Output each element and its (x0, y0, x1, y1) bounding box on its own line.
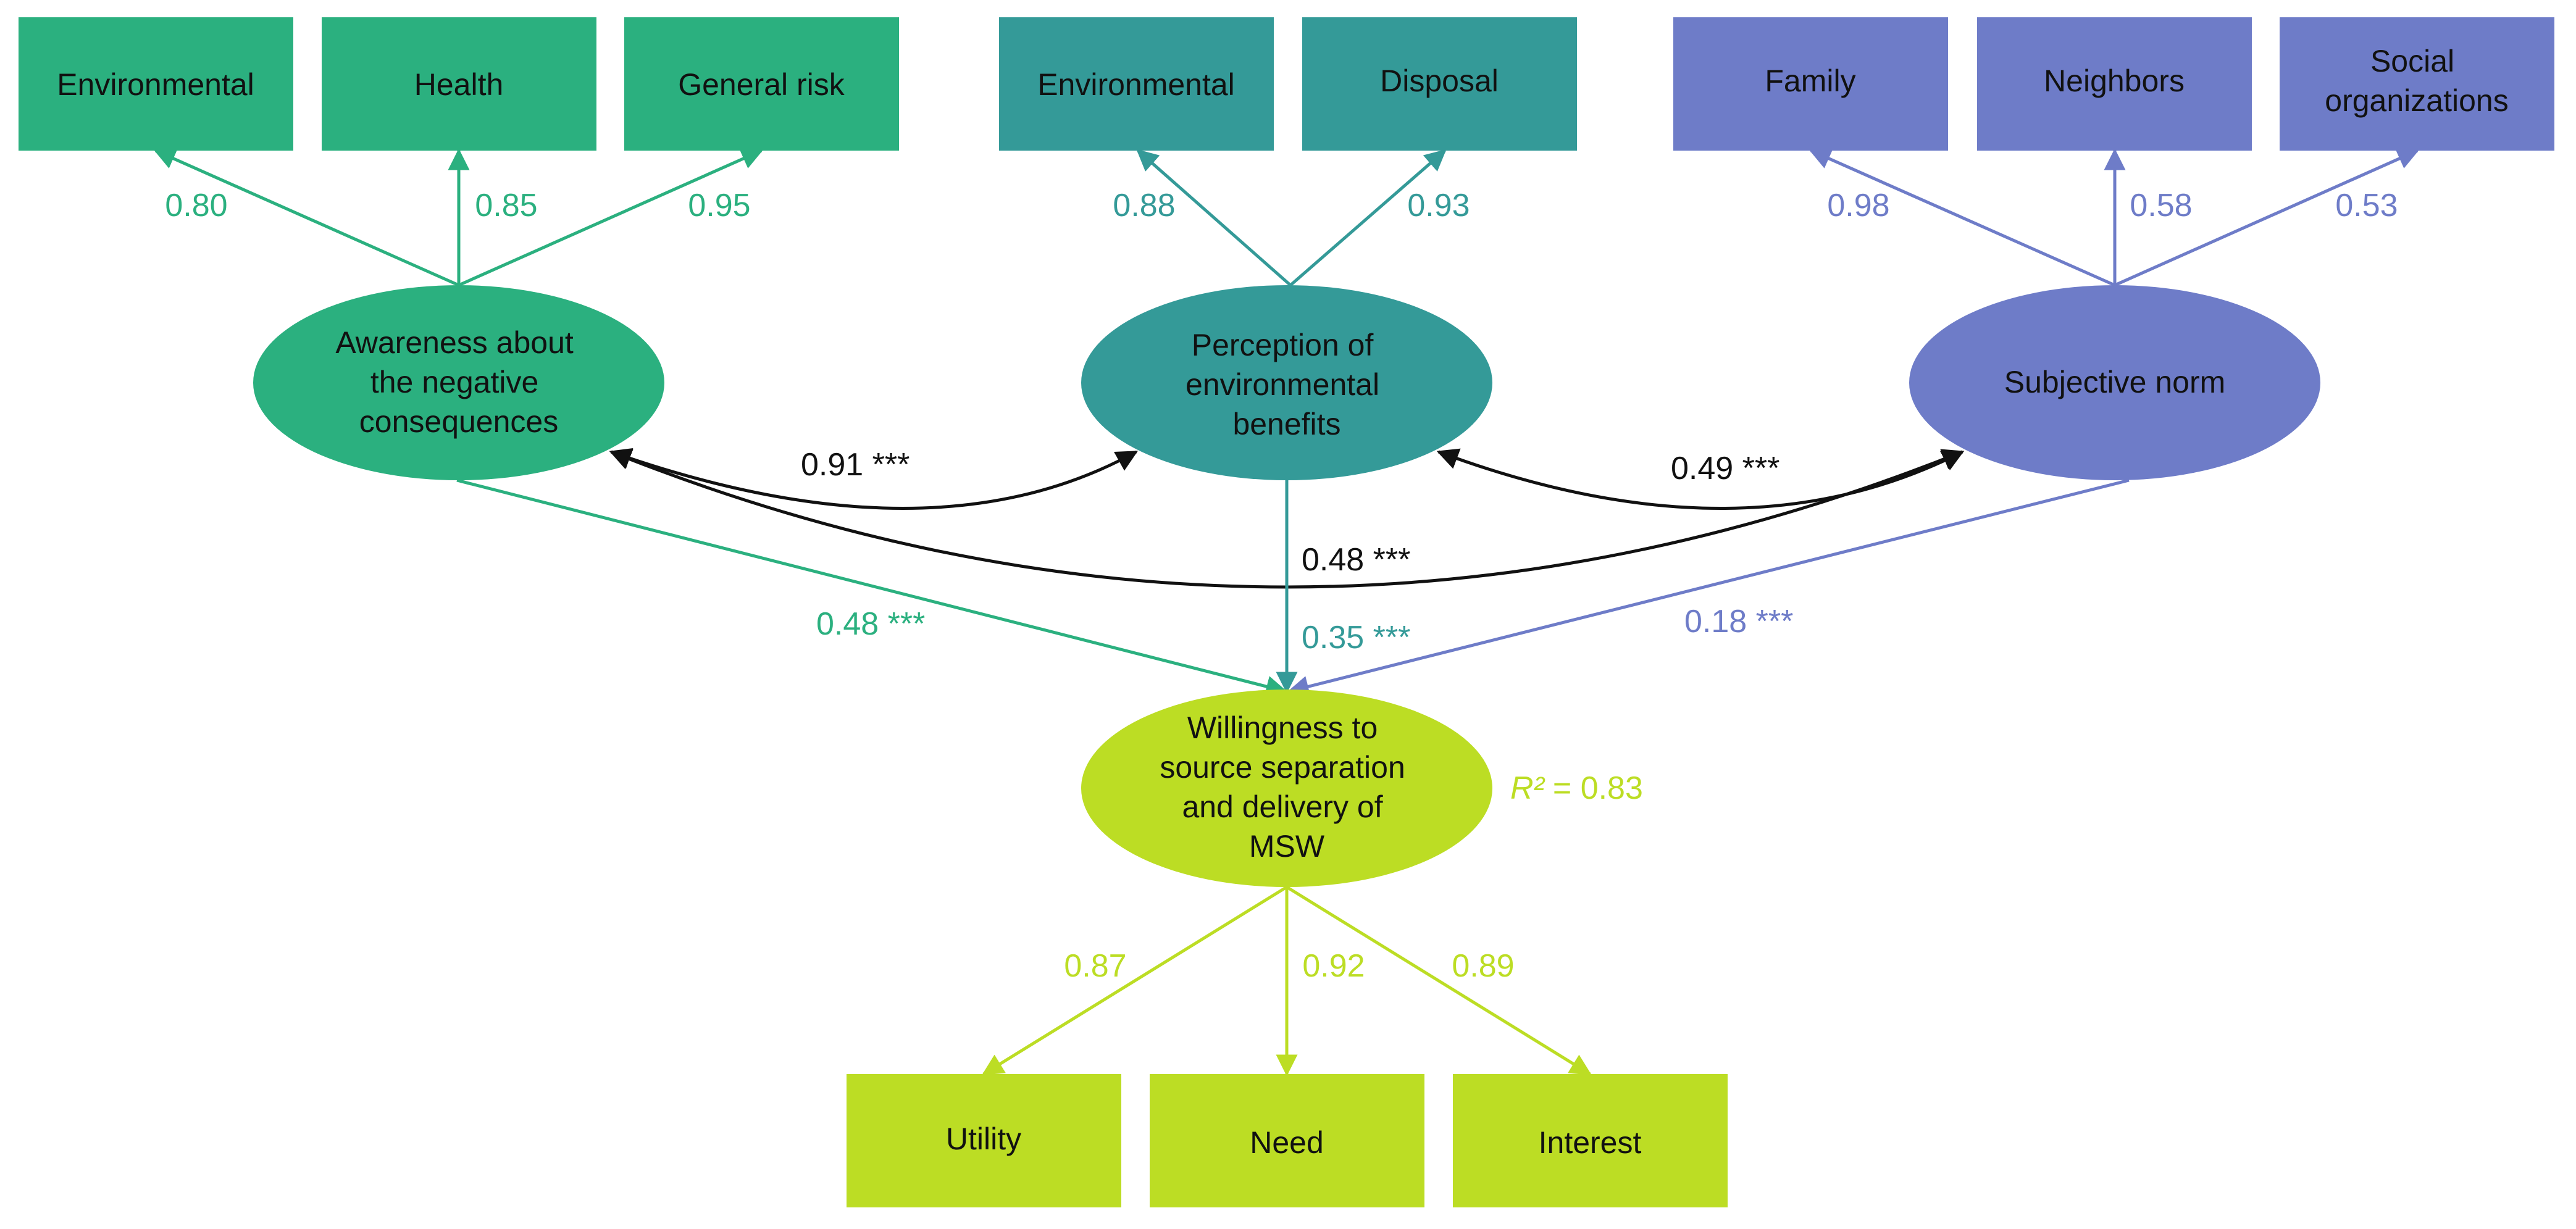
loading-perception-environmental: 0.88 (1113, 188, 1175, 223)
construct-perception: Perception of environmental benefits (1081, 285, 1492, 480)
loading-awareness-general-risk: 0.95 (688, 188, 750, 223)
indicator-norm-neighbors: Neighbors (1977, 17, 2252, 151)
path-awareness-to-willingness (456, 478, 1288, 698)
indicator-label: Utility (946, 1122, 1021, 1156)
correlation-label-perception-norm: 0.49 *** (1671, 451, 1779, 486)
loading-line-norm-social-organizations (2114, 148, 2420, 287)
svg-text:Neighbors: Neighbors (2044, 64, 2185, 98)
indicator-label: Neighbors (2044, 64, 2185, 98)
indicator-label: Environmental (57, 67, 254, 102)
r-squared-value: = 0.83 (1553, 770, 1643, 806)
correlation-perception-norm (1436, 448, 1965, 510)
indicator-label: Environmental (1037, 67, 1235, 102)
svg-text:Social organizations: Social organizations (2325, 44, 2508, 118)
loading-norm-social-organizations: 0.53 (2335, 188, 2398, 223)
construct-label-line-2: environmental (1186, 367, 1379, 402)
indicator-label: Need (1250, 1125, 1324, 1160)
construct-label-line-2: source separation (1160, 750, 1405, 785)
indicator-awareness-environmental: Environmental (19, 17, 293, 151)
svg-text:Environmental: Environmental (57, 67, 254, 102)
loading-line-awareness-general-risk (458, 148, 764, 287)
svg-text:General risk: General risk (678, 67, 845, 102)
indicator-willingness-need: Need (1150, 1074, 1424, 1207)
loading-perception-disposal: 0.93 (1407, 188, 1470, 223)
indicator-awareness-health: Health (322, 17, 596, 151)
r-squared-symbol: R² (1510, 770, 1545, 806)
indicator-label: Interest (1539, 1125, 1642, 1160)
construct-label-line-3: and delivery of (1182, 789, 1382, 824)
indicator-label: Health (414, 67, 504, 102)
svg-text:Environmental: Environmental (1037, 67, 1235, 102)
svg-text:Willingness to source se: Willingness to source separation and del… (1160, 710, 1413, 864)
svg-text:Family: Family (1765, 64, 1855, 98)
correlation-label-awareness-perception: 0.91 *** (801, 447, 910, 483)
loading-willingness-need: 0.92 (1302, 948, 1365, 984)
indicator-willingness-interest: Interest (1453, 1074, 1728, 1207)
loading-awareness-health: 0.85 (475, 188, 537, 223)
path-label-perception-to-willingness: 0.35 *** (1302, 620, 1410, 656)
correlation-label-awareness-norm: 0.48 *** (1302, 542, 1410, 578)
construct-subjective-norm: Subjective norm (1909, 285, 2320, 480)
construct-label-line-1: Awareness about (335, 325, 574, 360)
path-label-awareness-to-willingness: 0.48 *** (816, 606, 925, 642)
construct-label-line-2: the negative (370, 365, 538, 399)
path-norm-to-willingness (1287, 478, 2130, 698)
construct-label-line-1: Perception of (1192, 328, 1374, 362)
construct-label-line-1: Willingness to (1187, 710, 1378, 745)
correlation-awareness-perception (609, 448, 1139, 510)
loading-norm-neighbors: 0.58 (2130, 188, 2192, 223)
construct-awareness: Awareness about the negative consequence… (253, 285, 664, 480)
loading-line-awareness-environmental (153, 148, 460, 287)
indicator-perception-environmental: Environmental (999, 17, 1274, 151)
construct-label-line-3: benefits (1232, 407, 1340, 441)
indicator-label-line-1: Social (2370, 44, 2454, 78)
indicator-norm-family: Family (1673, 17, 1948, 151)
indicator-perception-disposal: Disposal (1302, 17, 1577, 151)
svg-text:Interest: Interest (1539, 1125, 1642, 1160)
indicator-label-line-2: organizations (2325, 83, 2508, 118)
svg-text:Need: Need (1250, 1125, 1324, 1160)
loading-awareness-environmental: 0.80 (165, 188, 227, 223)
construct-label-line-3: consequences (359, 404, 558, 439)
path-label-norm-to-willingness: 0.18 *** (1684, 604, 1793, 639)
svg-text:Utility: Utility (946, 1122, 1021, 1156)
indicator-label: Disposal (1380, 64, 1499, 98)
construct-willingness: Willingness to source separation and del… (1081, 689, 1492, 887)
svg-text:Disposal: Disposal (1380, 64, 1499, 98)
r-squared-label: R²= 0.83 (1510, 770, 1643, 806)
svg-text:Health: Health (414, 67, 504, 102)
indicator-willingness-utility: Utility (847, 1074, 1121, 1207)
indicator-norm-social-organizations: Social organizations (2280, 17, 2554, 151)
loading-line-norm-family (1809, 148, 2116, 287)
loading-line-willingness-utility (982, 885, 1288, 1076)
loading-willingness-utility: 0.87 (1064, 948, 1126, 984)
loading-line-willingness-interest (1286, 885, 1592, 1076)
svg-text:Awareness about the nega: Awareness about the negative consequence… (335, 325, 582, 439)
construct-label-line-1: Subjective norm (2004, 365, 2226, 399)
indicator-label: Family (1765, 64, 1855, 98)
construct-label-line-4: MSW (1249, 829, 1325, 864)
loading-line-perception-disposal (1289, 149, 1447, 286)
svg-text:Perception of environmen: Perception of environmental benefits (1186, 328, 1388, 441)
svg-text:Subjective norm: Subjective norm (2004, 365, 2226, 399)
indicator-label: General risk (678, 67, 845, 102)
loading-norm-family: 0.98 (1827, 188, 1889, 223)
loading-line-perception-environmental (1136, 149, 1292, 286)
loading-willingness-interest: 0.89 (1452, 948, 1514, 984)
indicator-awareness-general-risk: General risk (624, 17, 899, 151)
